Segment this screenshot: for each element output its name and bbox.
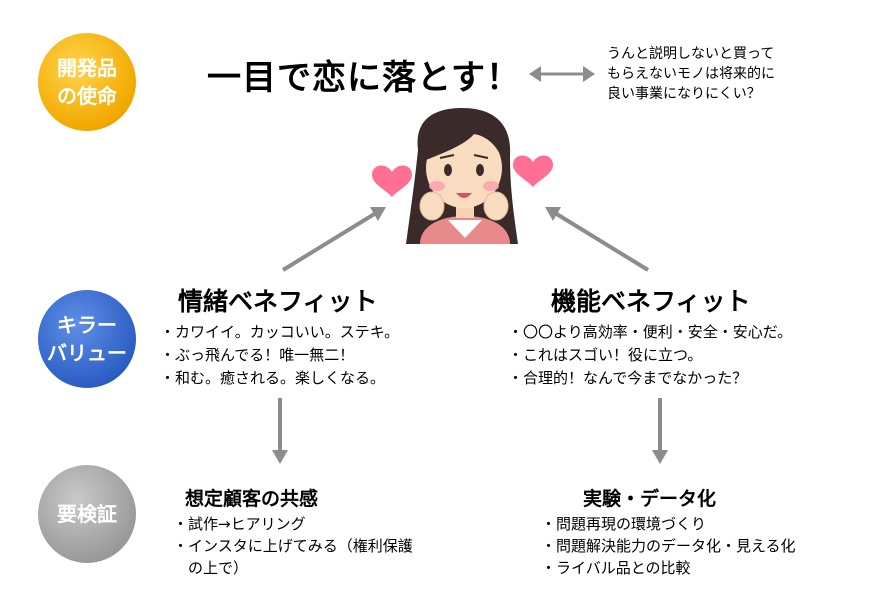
killer-value-circle: キラー バリュー — [38, 290, 136, 388]
list-item: ・問題再現の環境づくり — [541, 515, 707, 533]
functional-benefit-list: ・〇〇より高効率・便利・安全・安心だ。 ・これはスゴい！役に立つ。 ・合理的！な… — [508, 321, 792, 390]
list-item: ・これはスゴい！役に立つ。 — [508, 346, 703, 364]
mission-circle: 開発品 の使命 — [38, 33, 136, 131]
list-item: ・試作→ヒアリング — [173, 515, 306, 533]
list-item: ・カワイイ。カッコいい。ステキ。 — [160, 323, 400, 341]
double-arrow-icon — [529, 66, 595, 82]
list-item: ・問題解決能力のデータ化・見える化 — [541, 537, 796, 555]
arrow-down-functional-icon — [652, 398, 668, 464]
customer-empathy-title: 想定顧客の共感 — [185, 488, 319, 510]
arrow-emotional-to-heart-icon — [281, 207, 386, 272]
side-note-line: もらえないモノは将来的に — [607, 66, 775, 82]
side-note-line: 良い事業になりにくい？ — [607, 86, 761, 102]
emotional-benefit-list: ・カワイイ。カッコいい。ステキ。 ・ぶっ飛んでる！唯一無二！ ・和む。癒される。… — [160, 321, 399, 390]
list-item: ・〇〇より高効率・便利・安全・安心だ。 — [508, 323, 793, 341]
functional-benefit-title: 機能ベネフィット — [551, 287, 751, 316]
list-item: ・インスタに上げてみる（権利保護 — [173, 537, 413, 555]
killer-value-label-line2: バリュー — [47, 341, 127, 365]
list-item: ・ライバル品との比較 — [541, 559, 691, 577]
arrow-down-emotional-icon — [272, 398, 288, 464]
mission-label-line1: 開発品 — [57, 56, 117, 80]
list-item: ・和む。癒される。楽しくなる。 — [160, 369, 386, 387]
experiment-data-list: ・問題再現の環境づくり ・問題解決能力のデータ化・見える化 ・ライバル品との比較 — [541, 513, 796, 579]
heart-icon — [372, 165, 412, 197]
heart-icon — [513, 155, 553, 187]
verify-circle: 要検証 — [38, 465, 136, 563]
arrow-functional-to-heart-icon — [545, 207, 650, 272]
mission-label-line2: の使命 — [57, 84, 117, 108]
emotional-benefit-title: 情緒ベネフィット — [178, 287, 378, 316]
customer-empathy-list: ・試作→ヒアリング ・インスタに上げてみる（権利保護 の上で） — [173, 513, 413, 579]
list-item: の上で） — [173, 559, 249, 577]
side-note: うんと説明しないと買って もらえないモノは将来的に 良い事業になりにくい？ — [607, 44, 775, 104]
experiment-data-title: 実験・データ化 — [583, 488, 717, 510]
side-note-line: うんと説明しないと買って — [607, 46, 775, 62]
list-item: ・ぶっ飛んでる！唯一無二！ — [160, 346, 355, 364]
verify-label: 要検証 — [57, 502, 117, 526]
mission-text: 一目で恋に落とす！ — [207, 58, 521, 98]
girl-in-love-illustration — [406, 108, 518, 244]
killer-value-label-line1: キラー — [57, 313, 117, 337]
list-item: ・合理的！なんで今までなかった？ — [508, 369, 748, 387]
